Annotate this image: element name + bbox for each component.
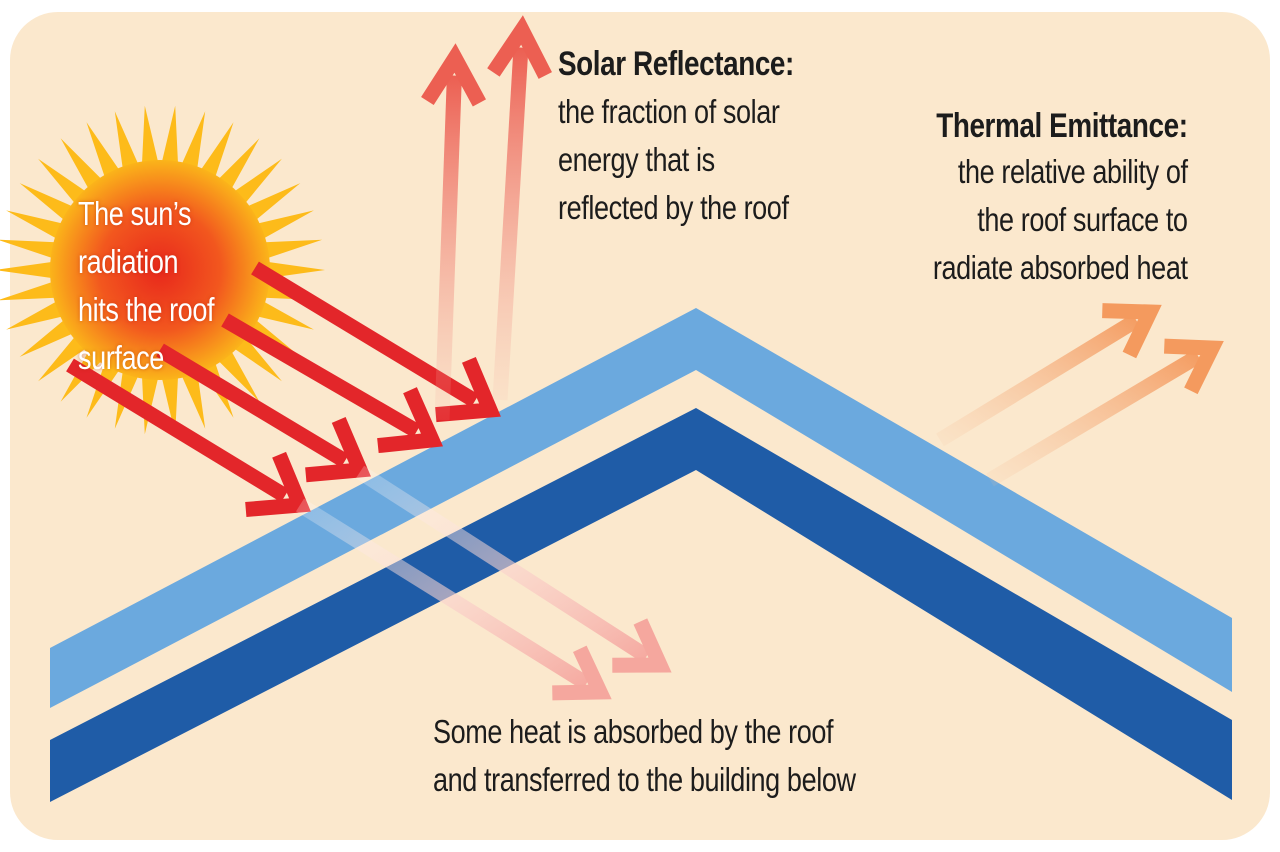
sun-icon xyxy=(0,105,325,435)
emitted-arrow xyxy=(986,338,1224,487)
solar-reflectance-line-1: the fraction of solar xyxy=(558,93,780,130)
emitted-heat-arrows xyxy=(936,303,1224,487)
reflected-arrow xyxy=(487,15,552,401)
solar-reflectance-line-2: energy that is xyxy=(558,141,715,178)
absorbed-heat-line-2: and transferred to the building below xyxy=(433,761,856,798)
sun-line-1: The sun’s xyxy=(78,195,192,232)
absorbed-heat-line-1: Some heat is absorbed by the roof xyxy=(433,713,834,750)
incoming-arrow xyxy=(251,261,501,423)
roof-outer-layer xyxy=(50,308,1232,708)
roof-inner-layer xyxy=(50,408,1232,802)
sun-line-3: hits the roof xyxy=(78,291,215,328)
absorbed-arrow xyxy=(296,498,612,701)
incoming-arrow xyxy=(221,313,444,454)
thermal-emittance-line-1: the relative ability of xyxy=(958,153,1188,190)
solar-reflectance-label: Solar Reflectance: the fraction of solar… xyxy=(558,40,794,232)
absorbed-heat-label: Some heat is absorbed by the roof and tr… xyxy=(433,708,856,804)
absorbed-arrow xyxy=(355,465,672,673)
thermal-emittance-line-2: the roof surface to xyxy=(977,201,1189,238)
thermal-emittance-line-3: radiate absorbed heat xyxy=(933,249,1188,286)
absorbed-heat-arrows xyxy=(296,465,672,701)
reflected-arrows xyxy=(421,15,552,421)
solar-reflectance-title: Solar Reflectance: xyxy=(558,45,794,83)
sun-line-4: surface xyxy=(78,339,164,376)
thermal-emittance-title: Thermal Emittance: xyxy=(936,107,1189,145)
incoming-radiation-arrows xyxy=(66,261,501,517)
reflected-arrow xyxy=(421,43,486,421)
sun-line-2: radiation xyxy=(78,243,179,280)
emitted-arrow xyxy=(936,303,1162,447)
thermal-emittance-label: Thermal Emittance: the relative ability … xyxy=(933,104,1188,292)
sun-radiation-label: The sun’s radiation hits the roof surfac… xyxy=(78,190,242,382)
incoming-arrow xyxy=(156,343,371,483)
solar-reflectance-line-3: reflected by the roof xyxy=(558,189,789,226)
